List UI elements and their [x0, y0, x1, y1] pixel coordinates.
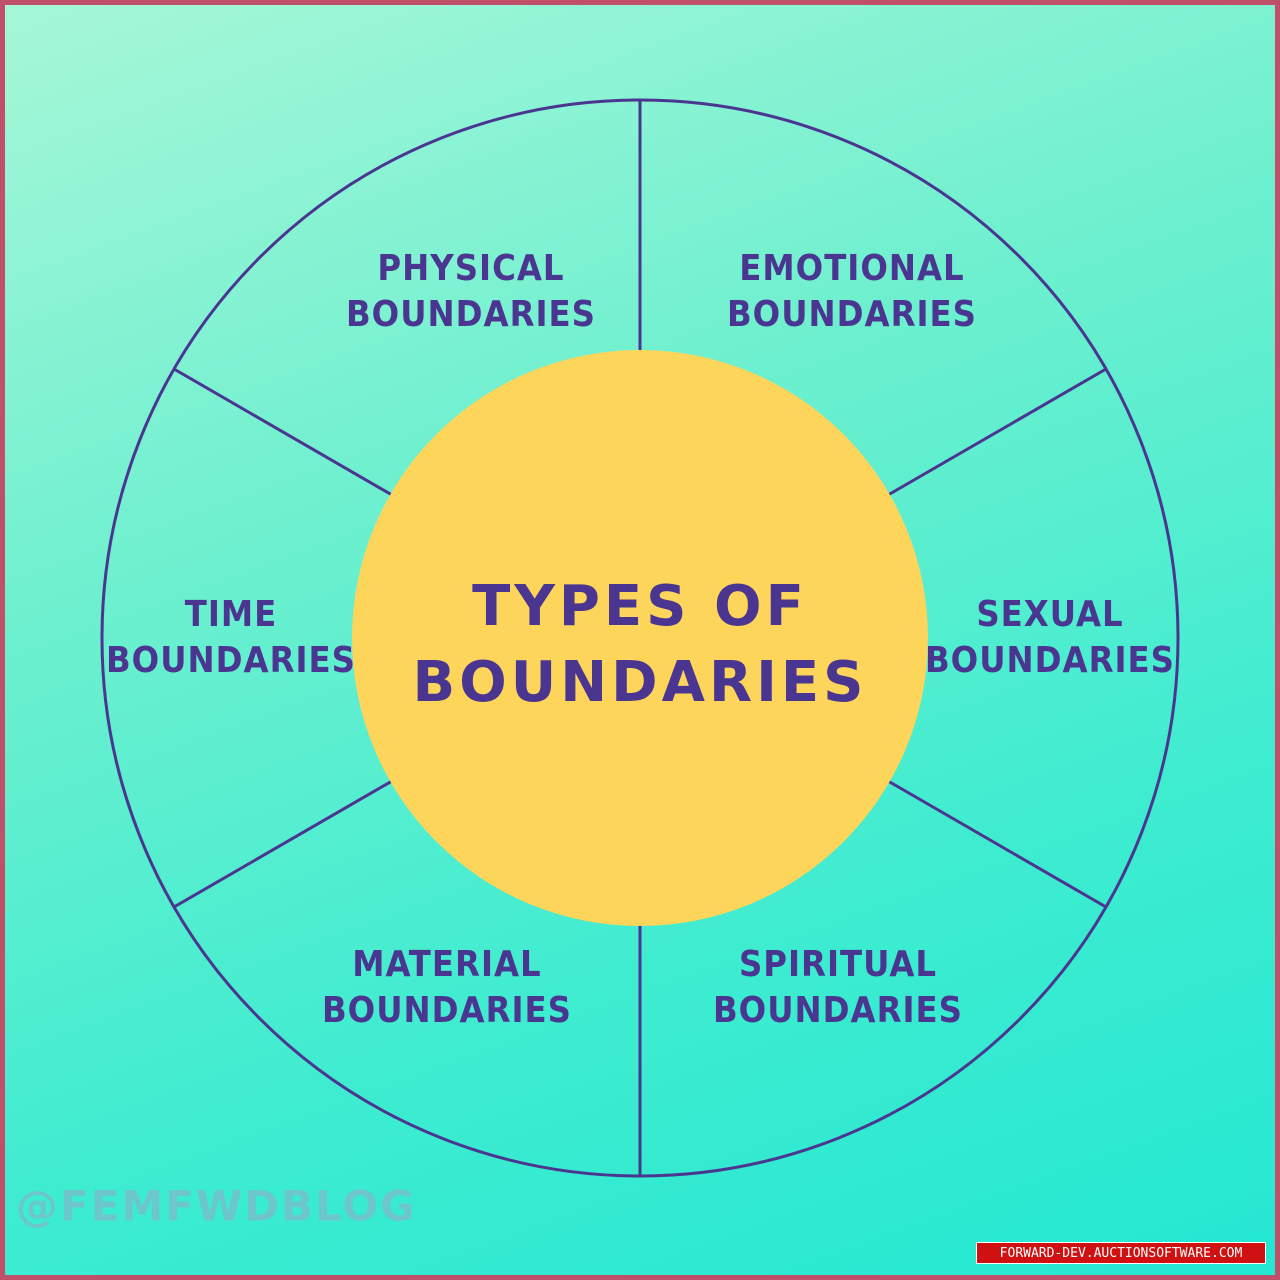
segment-physical: PHYSICAL BOUNDARIES [346, 246, 596, 338]
divider-lower-right [887, 779, 1107, 909]
segment-time: TIME BOUNDARIES [106, 592, 356, 684]
segment-spiritual: SPIRITUAL BOUNDARIES [713, 942, 963, 1034]
segment-material-line2: BOUNDARIES [321, 990, 573, 1031]
segment-physical-line1: PHYSICAL [377, 248, 565, 289]
segment-spiritual-line2: BOUNDARIES [712, 990, 964, 1031]
segment-time-line2: BOUNDARIES [105, 640, 357, 681]
segment-material: MATERIAL BOUNDARIES [322, 942, 572, 1034]
segment-emotional-line1: EMOTIONAL [739, 248, 965, 289]
segment-emotional-line2: BOUNDARIES [726, 294, 978, 335]
divider-upper-left [173, 367, 393, 497]
segment-emotional: EMOTIONAL BOUNDARIES [727, 246, 977, 338]
center-title: TYPES OF BOUNDARIES [413, 569, 868, 721]
segment-sexual-line2: BOUNDARIES [924, 640, 1176, 681]
segment-physical-line2: BOUNDARIES [345, 294, 597, 335]
center-circle [352, 350, 928, 926]
center-title-line1: TYPES OF [472, 574, 808, 639]
segment-time-line1: TIME [184, 594, 278, 635]
divider-lower-left [173, 779, 393, 909]
segment-material-line1: MATERIAL [352, 944, 542, 985]
watermark-link[interactable]: FORWARD-DEV.AUCTIONSOFTWARE.COM [976, 1242, 1266, 1264]
center-title-line2: BOUNDARIES [412, 650, 868, 715]
segment-sexual: SEXUAL BOUNDARIES [925, 592, 1175, 684]
segment-spiritual-line1: SPIRITUAL [738, 944, 938, 985]
social-handle: @FEMFWDBLOG [16, 1181, 417, 1231]
divider-upper-right [887, 367, 1107, 497]
segment-sexual-line1: SEXUAL [976, 594, 1124, 635]
